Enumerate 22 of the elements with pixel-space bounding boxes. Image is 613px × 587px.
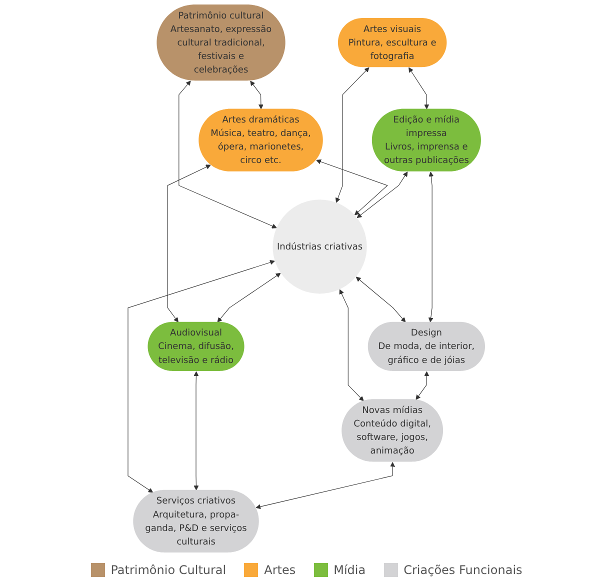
- legend-label: Criações Funcionais: [404, 563, 522, 577]
- arrow: [194, 371, 199, 490]
- arrow: [416, 371, 430, 400]
- arrow: [428, 172, 434, 322]
- node-circle: Indústrias criativas: [272, 200, 367, 294]
- arrow: [339, 289, 364, 402]
- arrow: [356, 172, 408, 218]
- legend-label: Artes: [264, 563, 296, 577]
- arrow: [316, 159, 388, 216]
- arrow: [128, 260, 275, 493]
- node-box: Artes visuais Pintura, escultura e fotografia: [338, 18, 447, 68]
- arrow: [178, 80, 277, 228]
- arrow: [356, 276, 406, 322]
- arrow: [167, 164, 211, 322]
- arrow: [217, 272, 281, 322]
- arrow: [408, 67, 430, 110]
- arrow: [335, 67, 370, 203]
- arrow: [256, 462, 395, 510]
- legend-label: Patrimônio Cultural: [110, 563, 226, 577]
- node-box: Design De moda, de interior, gráfico e de jóias: [368, 322, 485, 371]
- legend-label: Mídia: [334, 563, 366, 577]
- arrow: [250, 80, 264, 110]
